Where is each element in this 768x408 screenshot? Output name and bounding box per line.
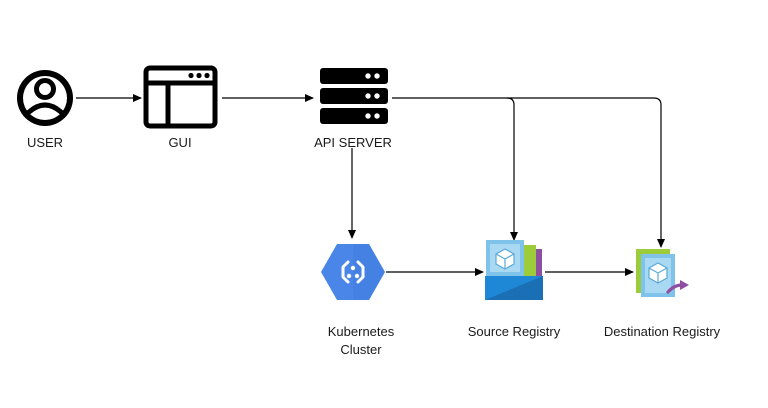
registry-replication-icon <box>636 249 689 297</box>
edge-api-server-to-destination-registry <box>507 97 665 248</box>
gui-label: GUI <box>168 135 192 150</box>
server-stack-icon <box>320 68 388 124</box>
edge-api-server-to-source-registry <box>392 97 518 241</box>
browser-window-icon <box>143 65 218 129</box>
user-label: USER <box>26 135 64 150</box>
kubernetes-engine-icon <box>321 244 385 300</box>
kubernetes-label-line2: Cluster <box>340 342 382 357</box>
destination-registry-label: Destination Registry <box>603 324 721 339</box>
user-icon <box>17 70 73 126</box>
container-registry-icon <box>485 240 543 300</box>
edges <box>76 94 665 276</box>
kubernetes-label-line1: Kubernetes <box>327 324 395 339</box>
api-server-label: API SERVER <box>314 135 392 150</box>
source-registry-label: Source Registry <box>467 324 561 339</box>
